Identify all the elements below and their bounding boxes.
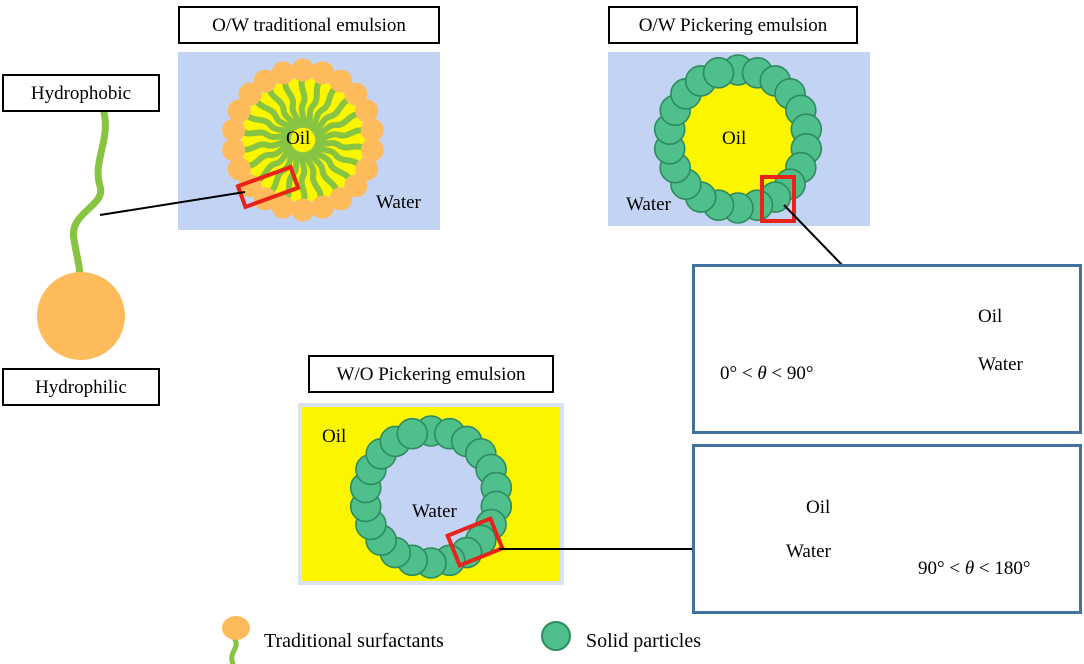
phase-label-oil-wo-pickering: Oil bbox=[322, 426, 347, 447]
label-hydrophilic-text: Hydrophilic bbox=[35, 376, 127, 398]
caption-wo-pickering-label: W/O Pickering emulsion bbox=[336, 363, 526, 385]
solid-particle-shell-ow bbox=[653, 54, 823, 224]
phase-label-water-ow-pickering: Water bbox=[626, 194, 671, 215]
phase-label-oil-ow-pickering: Oil bbox=[722, 128, 747, 149]
legend-item-particle: Solid particles bbox=[586, 631, 701, 651]
contact-angle-high-lower-phase: Water bbox=[786, 541, 831, 562]
phase-label-oil-traditional: Oil bbox=[286, 128, 311, 149]
caption-ow-traditional: O/W traditional emulsion bbox=[178, 6, 440, 44]
surfactant-shell bbox=[222, 58, 384, 222]
oil-core-pickering bbox=[675, 76, 801, 202]
contact-angle-low-upper-phase: Oil bbox=[978, 306, 1003, 327]
caption-ow-pickering: O/W Pickering emulsion bbox=[608, 6, 858, 44]
solid-particle-shell-wo bbox=[349, 415, 513, 579]
phase-label-water-wo-pickering: Water bbox=[412, 501, 457, 522]
caption-ow-traditional-label: O/W traditional emulsion bbox=[212, 14, 406, 36]
caption-ow-pickering-label: O/W Pickering emulsion bbox=[638, 14, 828, 36]
leader-line-ow-pickering bbox=[783, 204, 846, 269]
legend-particle-icon bbox=[541, 621, 571, 651]
label-hydrophobic: Hydrophobic bbox=[2, 74, 160, 112]
label-hydrophilic: Hydrophilic bbox=[2, 368, 160, 406]
contact-angle-high-value: 90° < θ < 180° bbox=[918, 558, 1031, 579]
theta-symbol-low: θ bbox=[757, 363, 767, 384]
theta-symbol-high: θ bbox=[964, 558, 975, 579]
legend-particle-label: Solid particles bbox=[586, 630, 701, 652]
surfactant-schematic bbox=[37, 104, 125, 360]
phase-label-water-traditional: Water bbox=[376, 192, 421, 213]
wo-pickering-droplet bbox=[349, 415, 513, 579]
caption-wo-pickering: W/O Pickering emulsion bbox=[308, 355, 554, 393]
detail-box-contact-angle-high bbox=[692, 444, 1082, 614]
traditional-emulsion-droplet bbox=[222, 58, 384, 222]
highlight-box-traditional bbox=[235, 164, 301, 210]
water-core-pickering bbox=[371, 437, 491, 557]
contact-angle-low-value: 0° < θ < 90° bbox=[720, 363, 814, 384]
contact-angle-high-upper-phase: Oil bbox=[806, 497, 831, 518]
highlight-box-ow-pickering bbox=[760, 175, 796, 223]
leader-line-traditional bbox=[99, 191, 246, 216]
legend-item-surfactant: Traditional surfactants bbox=[264, 631, 444, 651]
contact-angle-low-lower-phase: Water bbox=[978, 354, 1023, 375]
ow-pickering-droplet bbox=[653, 54, 823, 224]
detail-box-contact-angle-low bbox=[692, 264, 1082, 434]
legend-surfactant-label: Traditional surfactants bbox=[264, 630, 444, 652]
legend-surfactant-icon bbox=[222, 616, 250, 664]
surfactant-tail-large bbox=[69, 104, 109, 282]
surfactant-head-large bbox=[37, 272, 125, 360]
label-hydrophobic-text: Hydrophobic bbox=[30, 82, 132, 104]
highlight-box-wo-pickering bbox=[445, 515, 505, 569]
